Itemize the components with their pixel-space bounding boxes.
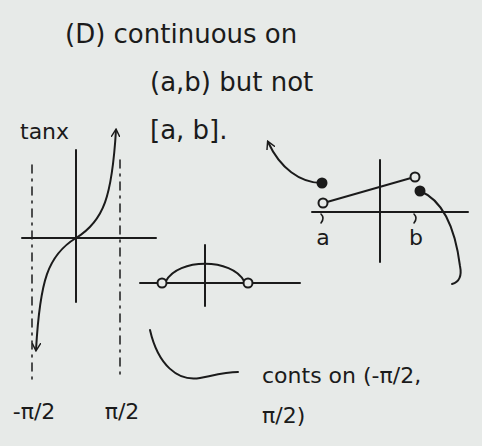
open-endpoint bbox=[411, 173, 420, 182]
function-name: tanx bbox=[20, 118, 69, 146]
tan-curve bbox=[36, 130, 116, 350]
heading: (D) continuous on (a,b) but not [a, b]. bbox=[65, 10, 335, 154]
asymptote bbox=[119, 160, 121, 378]
ink-strokes bbox=[22, 130, 468, 380]
arc-curve bbox=[166, 264, 244, 281]
segment bbox=[327, 178, 411, 202]
closed-endpoint bbox=[416, 187, 425, 196]
axis-value: b bbox=[409, 224, 423, 252]
y-axis bbox=[379, 160, 381, 262]
open-endpoint bbox=[319, 199, 328, 208]
open-endpoint bbox=[244, 279, 253, 288]
axis-value: a bbox=[316, 224, 329, 252]
x-axis bbox=[22, 237, 156, 239]
y-axis bbox=[204, 245, 206, 306]
note: conts on (-π/2, π/2) bbox=[262, 356, 427, 436]
open-endpoint bbox=[158, 279, 167, 288]
arrow-dot bbox=[318, 179, 327, 188]
asymptote bbox=[31, 165, 33, 380]
tick bbox=[414, 214, 416, 223]
tick bbox=[321, 214, 323, 223]
pointer-arrow bbox=[268, 142, 322, 183]
falling-curve bbox=[420, 191, 461, 284]
axis-value: π/2 bbox=[105, 398, 140, 426]
pointer-stroke bbox=[150, 330, 238, 379]
axis-value: -π/2 bbox=[13, 398, 56, 426]
y-axis bbox=[75, 150, 77, 302]
